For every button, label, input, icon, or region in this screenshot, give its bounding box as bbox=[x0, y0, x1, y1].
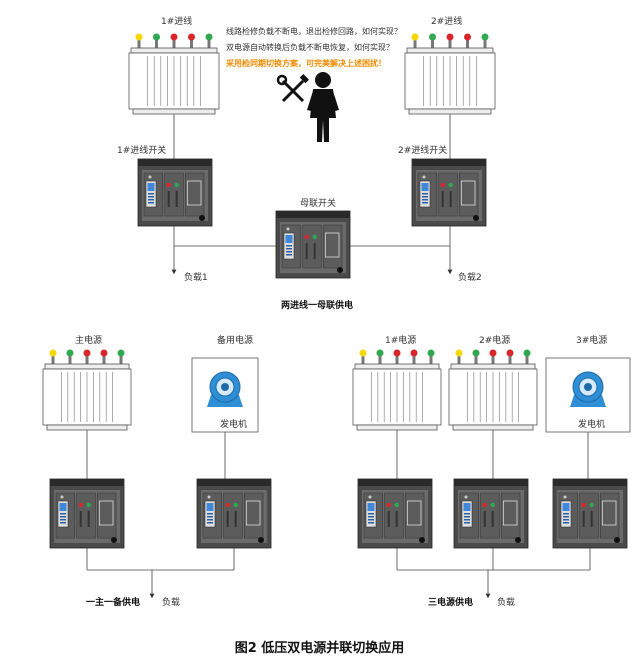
bushing-bulb bbox=[506, 349, 514, 357]
switchgear-cabinet-icon bbox=[552, 478, 628, 549]
top-caption: 两进线一母联供电 bbox=[281, 301, 354, 311]
transformer-icon bbox=[404, 33, 496, 115]
switchgear-cabinet-icon bbox=[357, 478, 433, 549]
bushing-bulb bbox=[464, 33, 471, 41]
generator-label-left: 发电机 bbox=[220, 420, 248, 430]
worker-group bbox=[276, 72, 339, 142]
bushing-bulb bbox=[446, 33, 454, 41]
load1-label: 负载1 bbox=[184, 273, 208, 283]
generator-icon bbox=[545, 357, 631, 433]
main-power-label: 主电源 bbox=[75, 336, 103, 346]
bushing-bulb bbox=[481, 33, 489, 41]
backup-power-label: 备用电源 bbox=[217, 336, 254, 346]
bushing-bulb bbox=[188, 33, 195, 41]
load-label-right: 负载 bbox=[497, 598, 516, 608]
transformer-icon bbox=[352, 349, 442, 431]
bushing-bulb bbox=[153, 33, 160, 41]
bushing-bulb bbox=[100, 349, 108, 357]
bushing-bulb bbox=[66, 349, 74, 357]
bushing-bulb bbox=[410, 349, 418, 357]
power2-label: 2#电源 bbox=[479, 336, 511, 346]
bushing-bulb bbox=[411, 33, 419, 41]
incomer1-switch-label: 1#进线开关 bbox=[117, 146, 167, 156]
power3-label: 3#电源 bbox=[576, 336, 608, 346]
bushing-bulb bbox=[489, 349, 497, 357]
switchgear-cabinet-icon bbox=[453, 478, 529, 549]
bushing-bulb bbox=[472, 349, 480, 357]
switchgear-cabinet-icon bbox=[137, 158, 213, 227]
switchgear-cabinet-icon bbox=[196, 478, 272, 549]
bushing-bulb bbox=[83, 349, 91, 357]
incomer1-label: 1#进线 bbox=[161, 17, 193, 27]
components bbox=[42, 33, 631, 549]
note-line3: 采用检同期切换方案，可完美解决上述困扰！ bbox=[226, 59, 386, 68]
tools-icon bbox=[276, 74, 309, 103]
bushing-bulb bbox=[393, 349, 401, 357]
bushing-bulb bbox=[49, 349, 57, 357]
transformer-icon bbox=[448, 349, 538, 431]
bushing-bulb bbox=[170, 33, 178, 41]
bushing-bulb bbox=[429, 33, 436, 41]
bushing-bulb bbox=[205, 33, 213, 41]
load2-label: 负载2 bbox=[458, 273, 482, 283]
caption-three-power: 三电源供电 bbox=[428, 598, 474, 608]
note-line1: 线路检修负载不断电，退出检修回路，如何实现？ bbox=[226, 27, 402, 36]
transformer-icon bbox=[42, 349, 132, 431]
worker-icon bbox=[307, 72, 339, 142]
generator-label-right: 发电机 bbox=[578, 420, 606, 430]
incomer2-switch-label: 2#进线开关 bbox=[398, 146, 448, 156]
bushing-bulb bbox=[455, 349, 463, 357]
figure-caption: 图2 低压双电源并联切换应用 bbox=[234, 641, 405, 656]
bushing-bulb bbox=[359, 349, 367, 357]
generator-icon bbox=[191, 357, 259, 433]
bus-tie-label: 母联开关 bbox=[300, 199, 337, 209]
switchgear-cabinet-icon bbox=[275, 210, 351, 279]
caption-one-main-one-backup: 一主一备供电 bbox=[86, 598, 141, 608]
switchgear-cabinet-icon bbox=[49, 478, 125, 549]
note-line2: 双电源自动转换后负载不断电恢复，如何实现？ bbox=[226, 43, 394, 52]
bushing-bulb bbox=[135, 33, 143, 41]
transformer-icon bbox=[128, 33, 220, 115]
power1-label: 1#电源 bbox=[385, 336, 417, 346]
switchgear-cabinet-icon bbox=[411, 158, 487, 227]
bushing-bulb bbox=[376, 349, 384, 357]
wiring bbox=[86, 114, 591, 599]
load-label-left: 负载 bbox=[162, 598, 181, 608]
bushing-bulb bbox=[523, 349, 531, 357]
incomer2-label: 2#进线 bbox=[431, 17, 463, 27]
bushing-bulb bbox=[117, 349, 125, 357]
bushing-bulb bbox=[427, 349, 435, 357]
